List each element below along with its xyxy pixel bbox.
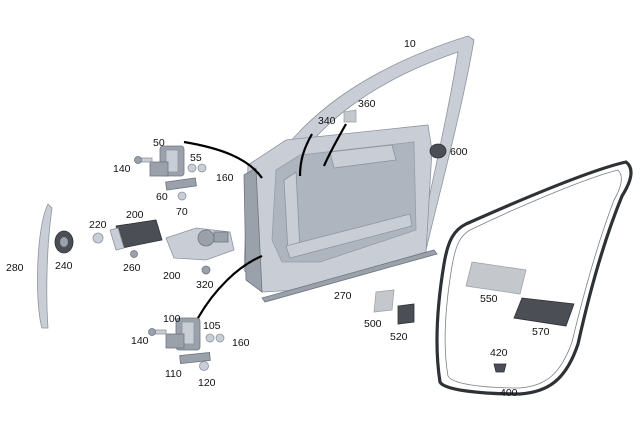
label-110: 110	[165, 368, 182, 380]
sheet-dark	[513, 297, 575, 327]
label-100: 100	[163, 313, 181, 325]
dark-cap	[429, 143, 447, 159]
upper-hinge-bolt	[134, 156, 153, 164]
label-340: 340	[318, 115, 336, 127]
part-labels: 10 360 340 600 50 55 140 160 60 70 200 2…	[6, 38, 550, 399]
upper-hinge-plate	[165, 177, 197, 191]
label-70: 70	[176, 206, 188, 218]
door-shell	[243, 35, 475, 293]
label-260: 260	[123, 262, 141, 274]
label-10: 10	[404, 38, 416, 50]
leader-hinge-upper	[183, 140, 263, 179]
label-120: 120	[198, 377, 216, 389]
actuator-box	[109, 219, 163, 251]
clip	[493, 363, 507, 373]
label-600: 600	[450, 146, 468, 158]
label-320: 320	[196, 279, 214, 291]
leader-hinge-lower	[197, 254, 263, 319]
label-200-upper: 200	[126, 209, 144, 221]
leader-lines	[183, 123, 347, 319]
label-105: 105	[203, 320, 221, 332]
upper-hinge	[149, 145, 185, 177]
upper-hinge-nuts	[187, 163, 207, 173]
label-360: 360	[358, 98, 376, 110]
label-240: 240	[55, 260, 73, 272]
leader-340-right	[322, 123, 347, 167]
label-160-upper: 160	[216, 172, 234, 184]
label-200-lower: 200	[163, 270, 181, 282]
lock-module	[165, 227, 235, 261]
label-280: 280	[6, 262, 24, 274]
label-550: 550	[480, 293, 498, 305]
label-520: 520	[390, 331, 408, 343]
cover-dark	[397, 303, 415, 325]
plug	[92, 232, 104, 244]
grommet	[54, 230, 74, 254]
label-220: 220	[89, 219, 107, 231]
door-seal	[435, 160, 633, 396]
label-270: 270	[334, 290, 352, 302]
lower-hinge	[165, 317, 201, 351]
lower-hinge-plate	[179, 352, 211, 364]
sheet-light	[465, 261, 527, 295]
lock-screw	[201, 265, 211, 275]
lower-hinge-washer	[199, 361, 209, 371]
trim-strip	[37, 203, 53, 329]
upper-pad	[343, 109, 357, 123]
upper-hinge-washer	[177, 191, 187, 201]
label-500: 500	[364, 318, 382, 330]
cover-light	[373, 289, 395, 313]
label-140-lower: 140	[131, 335, 149, 347]
lower-strip	[261, 249, 438, 303]
label-140-upper: 140	[113, 163, 131, 175]
label-400: 400	[500, 387, 518, 399]
label-55: 55	[190, 152, 202, 164]
lower-hinge-nuts	[205, 333, 225, 343]
label-50: 50	[153, 137, 165, 149]
label-570: 570	[532, 326, 550, 338]
leader-340-left	[298, 133, 313, 177]
actuator-screw	[130, 250, 138, 258]
lower-hinge-bolt	[148, 328, 167, 336]
label-60: 60	[156, 191, 168, 203]
label-160-lower: 160	[232, 337, 250, 349]
label-420: 420	[490, 347, 508, 359]
